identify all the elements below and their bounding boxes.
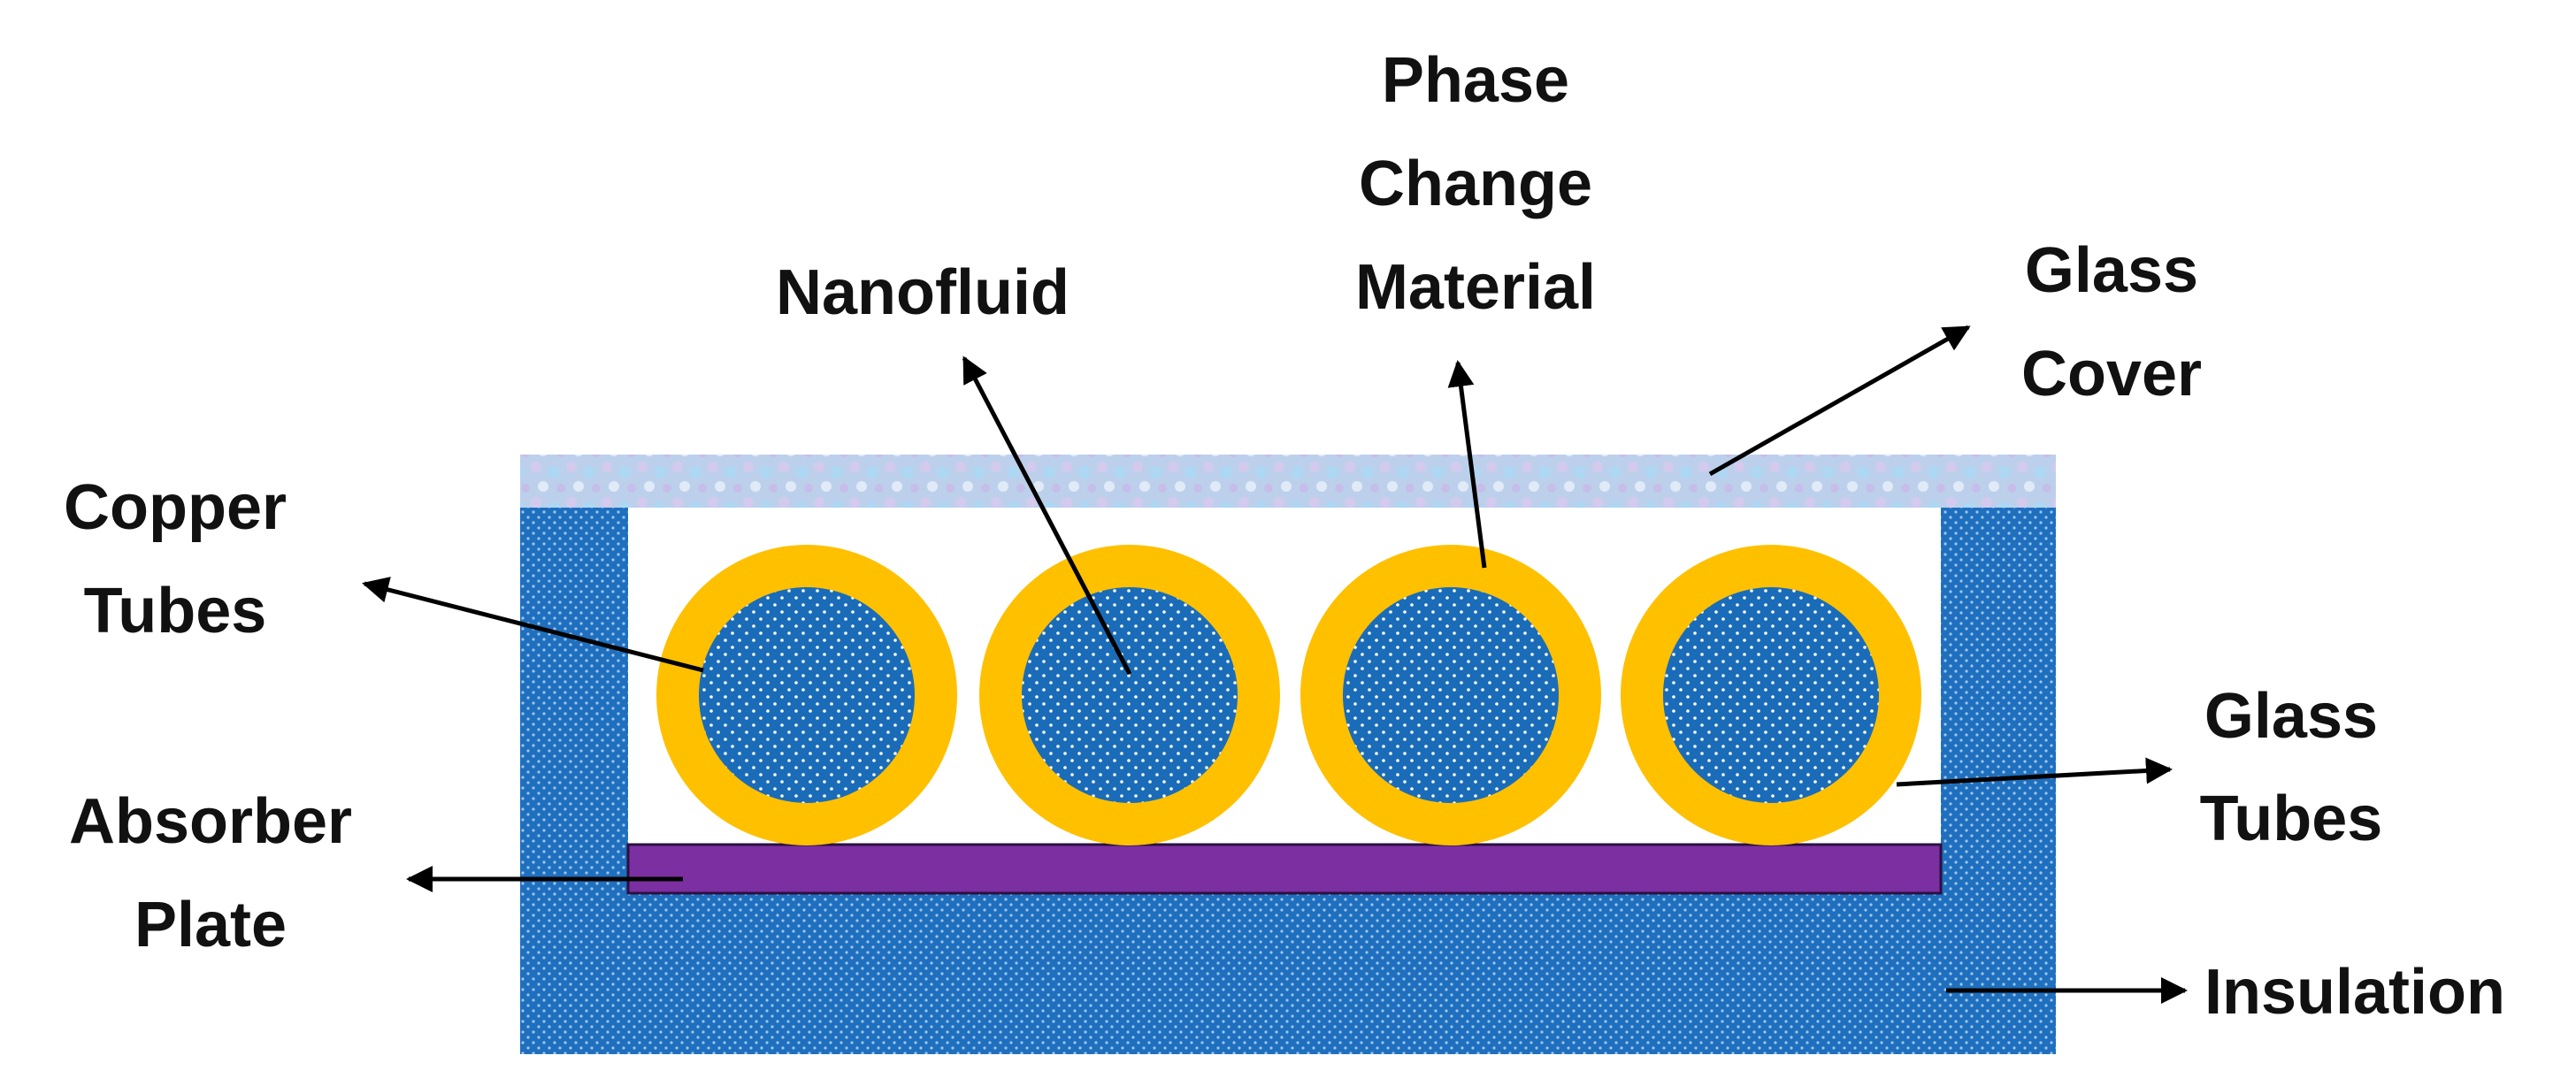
glass-cover: [520, 455, 2056, 508]
label-phase-change-line2: Change: [1359, 149, 1592, 219]
nanofluid-core: [1343, 587, 1559, 803]
arrow-phase-change-material: [1447, 360, 1487, 569]
tube-3: [1300, 545, 1601, 845]
label-nanofluid: Nanofluid: [776, 257, 1070, 328]
label-glass-cover-line1: Glass: [2025, 235, 2198, 306]
label-insulation: Insulation: [2204, 957, 2505, 1028]
label-phase-change-line3: Material: [1355, 252, 1596, 323]
arrow-nanofluid: [962, 356, 1132, 676]
arrow-glass-cover: [1708, 325, 1971, 477]
label-absorber-plate-line2: Plate: [134, 890, 287, 960]
tube-4: [1621, 545, 1921, 845]
arrow-copper-tubes: [362, 577, 704, 673]
label-absorber-plate-line1: Absorber: [69, 786, 352, 857]
tube-2: [979, 545, 1280, 845]
label-copper-tubes-line1: Copper: [64, 472, 287, 543]
insulation-body: [520, 506, 2056, 1054]
label-phase-change-line1: Phase: [1382, 45, 1569, 116]
label-glass-tubes-line2: Tubes: [2200, 784, 2383, 854]
nanofluid-core: [1663, 587, 1879, 803]
label-glass-cover-line2: Cover: [2021, 339, 2202, 409]
tube-1: [656, 545, 957, 845]
absorber-plate: [626, 843, 1943, 895]
label-copper-tubes-line2: Tubes: [84, 576, 267, 646]
nanofluid-core: [699, 587, 915, 803]
label-glass-tubes-line1: Glass: [2204, 681, 2378, 752]
arrow-glass-tubes: [1896, 757, 2173, 787]
nanofluid-core: [1022, 587, 1238, 803]
